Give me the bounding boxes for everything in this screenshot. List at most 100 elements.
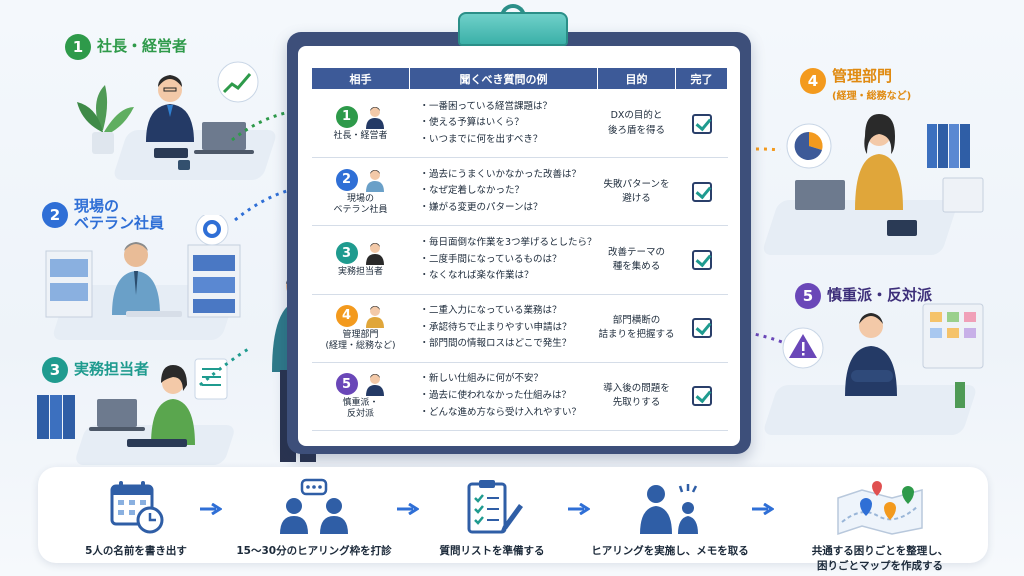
row-number-badge: 3 — [335, 242, 358, 265]
row-who-cell: 5 慎重派・ 反対派 — [311, 362, 410, 432]
row-who-cell: 4 管理部門 (経理・総務など) — [311, 294, 410, 363]
step-1-label: 5人の名前を書き出す — [85, 545, 187, 557]
arrow-right-icon — [568, 503, 590, 515]
person-avatar-icon — [365, 169, 384, 192]
table-row: 4 管理部門 (経理・総務など) 二重入力になっている業務は？承認待ちで止まりや… — [311, 294, 728, 363]
checkbox-checked-icon[interactable] — [691, 318, 712, 339]
map-pins-icon — [837, 481, 923, 536]
question-item: 承認待ちで止まりやすい申請は？ — [420, 320, 598, 337]
row-purpose: 改善テーマの 種を集める — [597, 225, 676, 295]
row-done-cell — [675, 157, 728, 227]
persona-2-label: 2 現場の ベテラン社員 — [42, 197, 165, 233]
persona-2-title: 現場の ベテラン社員 — [74, 197, 165, 233]
question-item: 使える予算はいくら？ — [420, 115, 598, 132]
persona-5-badge: 5 — [795, 283, 821, 309]
admin-illustration — [786, 114, 984, 236]
question-item: どんな進め方なら受け入れやすい？ — [420, 405, 598, 422]
row-questions-cell: 毎日面倒な作業を3つ挙げるとしたら？二度手間になっているものは？なくなれば楽な作… — [409, 225, 598, 295]
persona-5-title: 慎重派・反対派 — [827, 286, 933, 305]
row-number-badge: 4 — [335, 304, 358, 327]
row-done-cell — [675, 225, 728, 295]
row-done-cell — [675, 89, 728, 159]
header-who: 相手 — [311, 67, 410, 90]
arrow-right-icon — [752, 503, 774, 515]
row-who-name: 管理部門 (経理・総務など) — [325, 329, 396, 352]
checkbox-checked-icon[interactable] — [691, 249, 712, 270]
row-number-badge: 2 — [335, 168, 358, 191]
row-purpose: 導入後の問題を 先取りする — [597, 362, 676, 432]
row-who-name: 現場の ベテラン社員 — [333, 193, 388, 215]
clipboard-pen-icon — [467, 480, 523, 534]
person-avatar-icon — [365, 374, 384, 397]
arrow-right-icon — [397, 503, 419, 515]
persona-3-badge: 3 — [42, 357, 68, 383]
question-item: なぜ定着しなかった？ — [420, 183, 598, 200]
interview-icon — [640, 484, 698, 534]
row-purpose: 部門横断の 詰まりを把握する — [597, 294, 676, 363]
step-5-label: 共通する困りごとを整理し、 困りごとマップを作成する — [811, 545, 949, 572]
table-row: 5 慎重派・ 反対派 新しい仕組みに何が不安？過去に使われなかった仕組みは？どん… — [311, 362, 728, 432]
step-4-label: ヒアリングを実施し、メモを取る — [591, 545, 749, 557]
veteran-illustration — [45, 215, 241, 318]
header-done: 完了 — [675, 67, 728, 90]
persona-4-label: 4 管理部門 (経理・総務など) — [800, 67, 912, 103]
question-item: 部門間の情報ロスはどこで発生？ — [420, 336, 598, 353]
persona-4-title: 管理部門 — [832, 67, 893, 85]
question-item: 二重入力になっている業務は？ — [420, 303, 598, 320]
person-avatar-icon — [365, 106, 384, 129]
people-chat-icon — [280, 478, 348, 534]
step-1: 5人の名前を書き出す — [46, 478, 226, 559]
calendar-clock-icon — [110, 481, 164, 534]
table-row: 2 現場の ベテラン社員 過去にうまくいかなかった改善は？なぜ定着しなかった？嫌… — [311, 157, 728, 227]
arrow-right-icon — [200, 503, 222, 515]
question-item: 二度手間になっているものは？ — [420, 252, 598, 269]
question-item: 新しい仕組みに何が不安？ — [420, 371, 598, 388]
checkbox-checked-icon[interactable] — [691, 181, 712, 202]
checkbox-checked-icon[interactable] — [691, 386, 712, 407]
persona-4-badge: 4 — [800, 68, 826, 94]
question-item: 過去に使われなかった仕組みは？ — [420, 388, 598, 405]
step-3: 質問リストを準備する — [402, 478, 582, 559]
ceo-illustration — [77, 61, 259, 170]
row-questions-cell: 新しい仕組みに何が不安？過去に使われなかった仕組みは？どんな進め方なら受け入れや… — [409, 362, 598, 432]
row-purpose: 失敗パターンを 避ける — [597, 157, 676, 227]
persona-1-badge: 1 — [65, 34, 91, 60]
row-who-cell: 2 現場の ベテラン社員 — [311, 157, 410, 227]
row-who-name: 社長・経営者 — [333, 130, 388, 141]
checkbox-checked-icon[interactable] — [691, 113, 712, 134]
staff-illustration — [37, 358, 228, 447]
header-purpose: 目的 — [597, 67, 676, 90]
persona-5-label: 5 慎重派・反対派 — [795, 283, 932, 309]
row-done-cell — [675, 294, 728, 363]
step-5: 共通する困りごとを整理し、 困りごとマップを作成する — [782, 478, 978, 573]
table-row: 1 社長・経営者 一番困っている経営課題は？使える予算はいくら？いつまでに何を出… — [311, 89, 728, 159]
step-4: ヒアリングを実施し、メモを取る — [580, 478, 760, 559]
persona-3-label: 3 実務担当者 — [42, 357, 149, 383]
step-2: 15〜30分のヒアリング枠を打診 — [224, 478, 404, 559]
row-who-cell: 3 実務担当者 — [311, 225, 410, 295]
step-2-label: 15〜30分のヒアリング枠を打診 — [236, 545, 392, 557]
clipboard-clip — [458, 12, 568, 46]
question-table: 相手 聞くべき質問の例 目的 完了 1 社長・経営者 一番困っている経営課題は？… — [311, 67, 728, 432]
skeptic-illustration — [782, 303, 984, 408]
header-questions: 聞くべき質問の例 — [409, 67, 598, 90]
persona-3-title: 実務担当者 — [74, 360, 150, 379]
row-who-cell: 1 社長・経営者 — [311, 89, 410, 159]
step-3-label: 質問リストを準備する — [439, 545, 545, 557]
row-who-name: 実務担当者 — [337, 267, 383, 278]
persona-1-label: 1 社長・経営者 — [65, 34, 187, 60]
person-avatar-icon — [365, 305, 384, 328]
question-item: 一番困っている経営課題は？ — [420, 99, 598, 116]
question-item: 毎日面倒な作業を3つ挙げるとしたら？ — [420, 235, 598, 252]
persona-2-badge: 2 — [42, 202, 68, 229]
question-item: 過去にうまくいかなかった改善は？ — [420, 167, 598, 184]
question-item: いつまでに何を出すべき？ — [420, 132, 598, 149]
persona-4-subtitle: (経理・総務など) — [832, 91, 912, 103]
question-item: なくなれば楽な作業は？ — [420, 268, 598, 285]
question-item: 嫌がる変更のパターンは？ — [420, 200, 598, 217]
row-purpose: DXの目的と 後ろ盾を得る — [597, 89, 676, 159]
persona-1-title: 社長・経営者 — [97, 37, 188, 56]
table-header-row: 相手 聞くべき質問の例 目的 完了 — [311, 67, 728, 90]
person-avatar-icon — [365, 243, 384, 266]
